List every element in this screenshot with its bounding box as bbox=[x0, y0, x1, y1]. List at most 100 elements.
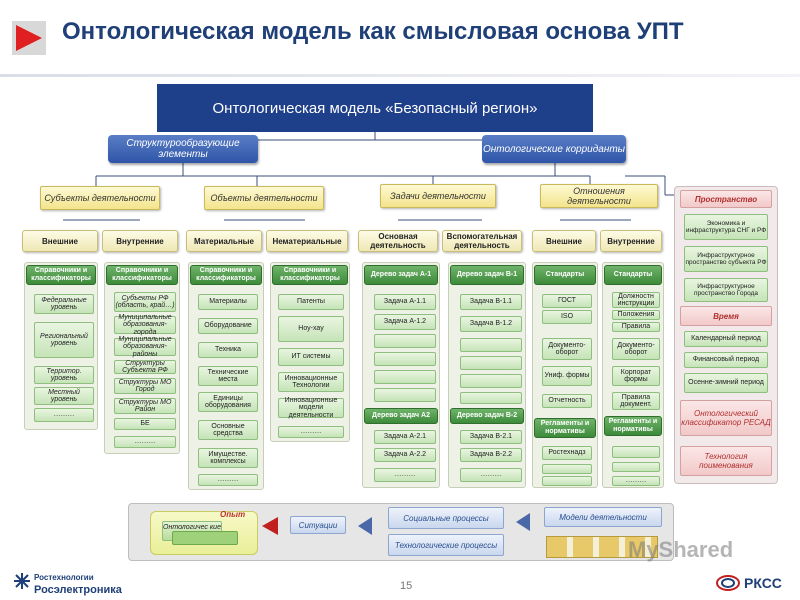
panel-item-ellipsis: ……… bbox=[114, 436, 176, 448]
panel-item-empty bbox=[612, 446, 660, 458]
panel-item: Технические места bbox=[198, 366, 258, 386]
panel-item: ИТ системы bbox=[278, 348, 344, 366]
experience-label: Опыт bbox=[220, 510, 246, 519]
pattern-card-shadow bbox=[172, 531, 238, 545]
arrow-left-icon bbox=[516, 513, 530, 531]
arrow-left-icon bbox=[358, 517, 372, 535]
panel-header: Дерево задач А2 bbox=[364, 408, 438, 424]
panel-item-empty bbox=[374, 352, 436, 366]
subcategory-internal-subjects: Внутренние bbox=[102, 230, 178, 252]
panel-item: Техника bbox=[198, 342, 258, 358]
panel-item: Задача В-2.1 bbox=[460, 430, 522, 444]
time-header: Время bbox=[680, 306, 772, 326]
panel-item: Муниципальные образования-районы bbox=[114, 336, 176, 358]
panel-item-ellipsis: ……… bbox=[612, 476, 660, 486]
panel-item: Должностн инструкции bbox=[612, 292, 660, 308]
panel-item: Корпорат формы bbox=[612, 366, 660, 386]
panel-item-ellipsis: ……… bbox=[278, 426, 344, 438]
panel-item: Региональный уровень bbox=[34, 322, 94, 358]
situations-node: Ситуации bbox=[290, 516, 346, 534]
panel-item-empty bbox=[374, 370, 436, 384]
panel-item-empty bbox=[612, 462, 660, 472]
panel-item: ISO bbox=[542, 310, 592, 324]
panel-item: Задача А-2.1 bbox=[374, 430, 436, 444]
subcategory-nonmaterial-objects: Нематериальные bbox=[266, 230, 348, 252]
panel-item: Материалы bbox=[198, 294, 258, 310]
panel-item: Правила bbox=[612, 322, 660, 332]
panel-item: Ростехнадз bbox=[542, 446, 592, 460]
time-item: Календарный период bbox=[684, 331, 768, 347]
space-item: Инфраструктурное пространство Города bbox=[684, 278, 768, 302]
social-processes-node: Социальные процессы bbox=[388, 507, 504, 529]
panel-header: Справочники и классификаторы bbox=[26, 265, 96, 285]
panel-item-empty bbox=[374, 334, 436, 348]
arrow-left-icon bbox=[262, 517, 278, 535]
category-subjects: Субъекты деятельности bbox=[40, 186, 160, 210]
panel-item: Муниципальные образования-города bbox=[114, 314, 176, 336]
panel-item: Задача В-2.2 bbox=[460, 448, 522, 462]
panel-item-ellipsis: ……… bbox=[460, 468, 522, 482]
panel-item: Оборудование bbox=[198, 318, 258, 334]
panel-item: БЕ bbox=[114, 418, 176, 430]
structural-elements-node: Структурообразующие элементы bbox=[108, 135, 258, 163]
panel-item: Задача В-1.2 bbox=[460, 316, 522, 332]
tech-processes-node: Технологические процессы bbox=[388, 534, 504, 556]
time-item: Осенне-зимний период bbox=[684, 373, 768, 393]
rostech-logo-icon bbox=[14, 573, 30, 589]
panel-item: Имуществе. комплексы bbox=[198, 448, 258, 468]
category-relations: Отношения деятельности bbox=[540, 184, 658, 208]
panel-item: Основные средства bbox=[198, 420, 258, 440]
title-divider bbox=[0, 74, 800, 77]
space-header: Пространство bbox=[680, 190, 772, 208]
panel-header: Регламенты и нормативы bbox=[604, 416, 662, 436]
panel-item: Субъекты РФ (область, край…) bbox=[114, 292, 176, 312]
panel-item-ellipsis: ……… bbox=[198, 474, 258, 486]
panel-item-empty bbox=[460, 392, 522, 404]
panel-item: Униф. формы bbox=[542, 366, 592, 386]
rkss-logo-icon bbox=[716, 574, 740, 592]
panel-item-empty bbox=[460, 338, 522, 352]
category-objects: Объекты деятельности bbox=[204, 186, 324, 210]
panel-item-ellipsis: ……… bbox=[34, 408, 94, 422]
watermark: MyShared bbox=[628, 537, 734, 562]
naming-technology: Технология поименования bbox=[680, 446, 772, 476]
panel-item-empty bbox=[460, 374, 522, 388]
ontological-corridors-node: Онтологические корриданты bbox=[482, 135, 626, 163]
space-item: Экономика и инфраструктура СНГ и РФ bbox=[684, 214, 768, 240]
activity-models-node: Модели деятельности bbox=[544, 507, 662, 527]
space-item: Инфраструктурное пространство субъекта Р… bbox=[684, 246, 768, 272]
ontological-classifier: Онтологический классификатор РЕСАД bbox=[680, 400, 772, 436]
panel-item: Документо-оборот bbox=[612, 338, 660, 360]
panel-header: Дерево задач А-1 bbox=[364, 265, 438, 285]
panel-item: Местный уровень bbox=[34, 387, 94, 405]
subcategory-external-relations: Внешние bbox=[532, 230, 596, 252]
panel-header: Регламенты и нормативы bbox=[534, 418, 596, 438]
title-arrow-icon bbox=[12, 21, 46, 55]
panel-item-empty bbox=[374, 388, 436, 402]
category-tasks: Задачи деятельности bbox=[380, 184, 496, 208]
panel-item: Ноу-хау bbox=[278, 316, 344, 342]
model-thumbnails bbox=[546, 536, 658, 558]
panel-item: Правила документ. bbox=[612, 392, 660, 410]
panel-item: Задача А-1.1 bbox=[374, 294, 436, 310]
footer-logo-line1: Ростехнологии bbox=[34, 573, 94, 582]
panel-header: Стандарты bbox=[604, 265, 662, 285]
panel-item: Федеральные уровень bbox=[34, 294, 94, 314]
panel-item: Документо-оборот bbox=[542, 338, 592, 360]
panel-item: Структуры МО Район bbox=[114, 398, 176, 414]
panel-item-empty bbox=[460, 356, 522, 370]
panel-header: Стандарты bbox=[534, 265, 596, 285]
subcategory-material-objects: Материальные bbox=[186, 230, 262, 252]
panel-header: Справочники и классификаторы bbox=[106, 265, 178, 285]
panel-item: ГОСТ bbox=[542, 294, 592, 308]
footer-right-logo: РКСС bbox=[744, 575, 782, 591]
panel-item: Структуры МО Город bbox=[114, 378, 176, 394]
subcategory-internal-relations: Внутренние bbox=[600, 230, 662, 252]
panel-item-ellipsis: ……… bbox=[374, 468, 436, 482]
panel-header: Дерево задач В-2 bbox=[450, 408, 524, 424]
panel-item: Задача А-2.2 bbox=[374, 448, 436, 462]
panel-item: Задача А-1.2 bbox=[374, 314, 436, 330]
subcategory-external-subjects: Внешние bbox=[22, 230, 98, 252]
subcategory-main-activity: Основная деятельность bbox=[358, 230, 438, 252]
panel-item: Инновационные модели деятельности bbox=[278, 397, 344, 419]
